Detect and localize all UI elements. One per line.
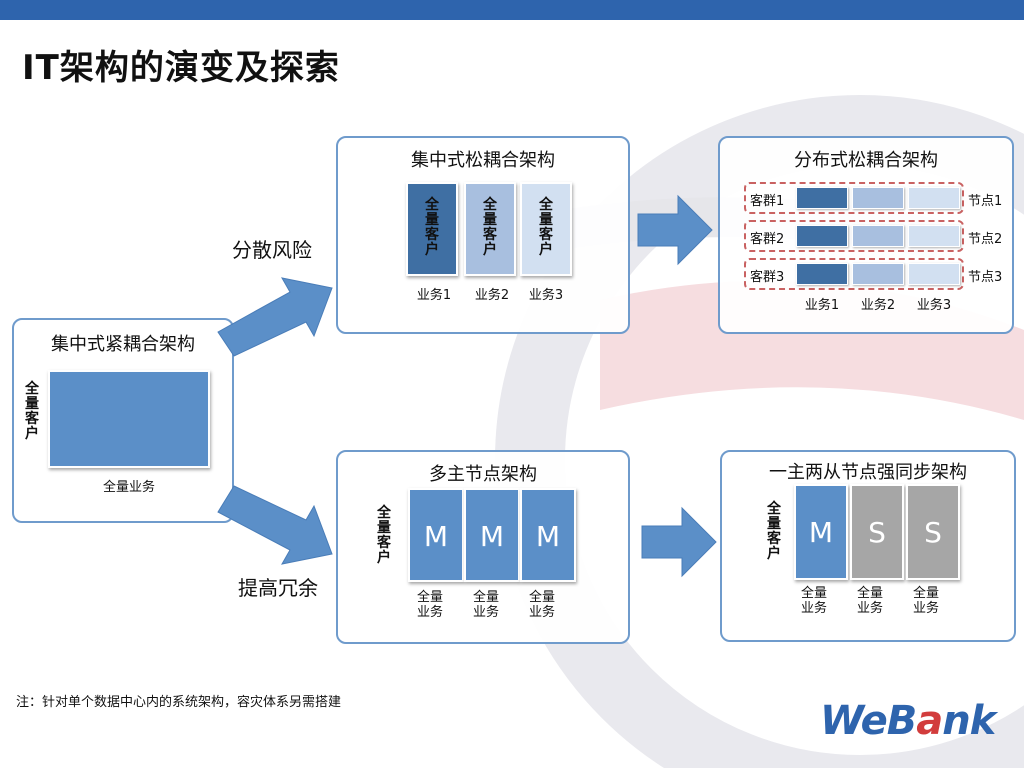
distributed-business-2: 业务2 — [860, 298, 896, 313]
loose-label-1: 业务1 — [416, 288, 452, 303]
multi-master-label-2: 全量业务 — [472, 590, 499, 620]
slave-node-2-letter: S — [924, 516, 942, 549]
loose-column-1: 全量客户 — [406, 182, 458, 276]
distributed-title: 分布式松耦合架构 — [794, 150, 938, 171]
master-slave-box: 一主两从节点强同步架构 全量客户 M S S 全量业务 全量业务 全量业务 — [720, 450, 1016, 642]
group3-cell-2 — [852, 263, 904, 285]
webank-logo: WeBank — [820, 698, 996, 744]
loose-label-3: 业务3 — [528, 288, 564, 303]
customer-group-1-row — [744, 182, 964, 214]
group3-cell-1 — [796, 263, 848, 285]
master-slave-label-1: 全量业务 — [800, 586, 827, 616]
arrow-up-right — [217, 277, 333, 357]
master-node-2: M — [464, 488, 520, 582]
disperse-risk-label: 分散风险 — [232, 238, 312, 262]
customer-group-3-row — [744, 258, 964, 290]
slave-node-1: S — [850, 484, 904, 580]
loose-column-3-text: 全量客户 — [539, 197, 553, 258]
tight-coupling-title: 集中式紧耦合架构 — [51, 334, 195, 355]
loose-column-3: 全量客户 — [520, 182, 572, 276]
top-accent-bar — [0, 0, 1024, 20]
node-2-label: 节点2 — [968, 232, 1003, 247]
distributed-business-1: 业务1 — [804, 298, 840, 313]
master-node-3-letter: M — [535, 520, 561, 553]
arrow-down-right — [217, 485, 333, 565]
tight-business-label: 全量业务 — [102, 480, 155, 495]
group2-cell-3 — [908, 225, 960, 247]
tight-coupling-box: 集中式紧耦合架构 全量客户 全量业务 — [12, 318, 234, 523]
group2-cell-2 — [852, 225, 904, 247]
loose-coupling-title: 集中式松耦合架构 — [411, 150, 555, 171]
node-1-label: 节点1 — [968, 194, 1003, 209]
logo-prefix: WeB — [820, 698, 917, 744]
master-slave-title: 一主两从节点强同步架构 — [769, 462, 967, 483]
logo-accent: a — [916, 698, 943, 744]
customer-group-2-label: 客群2 — [750, 232, 785, 247]
master-node-1: M — [408, 488, 464, 582]
logo-suffix: nk — [942, 698, 996, 744]
multi-master-label-1: 全量业务 — [416, 590, 443, 620]
master-node-1-letter: M — [423, 520, 449, 553]
group1-cell-3 — [908, 187, 960, 209]
distributed-business-3: 业务3 — [916, 298, 952, 313]
multi-master-box: 多主节点架构 全量客户 M M M 全量业务 全量业务 全量业务 — [336, 450, 630, 644]
customer-group-2-row — [744, 220, 964, 252]
master-node-letter: M — [808, 516, 834, 549]
tight-block — [48, 370, 210, 468]
slave-node-1-letter: S — [868, 516, 886, 549]
slave-node-2: S — [906, 484, 960, 580]
tight-customers-label: 全量客户 — [25, 381, 39, 442]
master-slave-customers: 全量客户 — [767, 501, 781, 562]
distributed-box: 分布式松耦合架构 客群1 节点1 客群2 节点2 客群3 节点3 业务1 业务2… — [718, 136, 1014, 334]
loose-column-1-text: 全量客户 — [425, 197, 439, 258]
multi-master-label-3: 全量业务 — [528, 590, 555, 620]
loose-label-2: 业务2 — [474, 288, 510, 303]
group2-cell-1 — [796, 225, 848, 247]
group3-cell-3 — [908, 263, 960, 285]
loose-column-2-text: 全量客户 — [483, 197, 497, 258]
loose-coupling-box: 集中式松耦合架构 全量客户 全量客户 全量客户 业务1 业务2 业务3 — [336, 136, 630, 334]
multi-master-title: 多主节点架构 — [429, 464, 537, 485]
arrow-right-top — [637, 194, 713, 266]
node-3-label: 节点3 — [968, 270, 1003, 285]
master-node-2-letter: M — [479, 520, 505, 553]
loose-column-2: 全量客户 — [464, 182, 516, 276]
master-slave-label-2: 全量业务 — [856, 586, 883, 616]
group1-cell-2 — [852, 187, 904, 209]
master-node: M — [794, 484, 848, 580]
arrow-right-bottom — [641, 506, 717, 578]
page-title: IT架构的演变及探索 — [22, 48, 340, 88]
group1-cell-1 — [796, 187, 848, 209]
multi-master-customers: 全量客户 — [377, 505, 391, 566]
redundancy-label: 提高冗余 — [238, 576, 318, 600]
customer-group-1-label: 客群1 — [750, 194, 785, 209]
master-node-3: M — [520, 488, 576, 582]
footnote: 注：针对单个数据中心内的系统架构，容灾体系另需搭建 — [16, 695, 342, 710]
customer-group-3-label: 客群3 — [750, 270, 785, 285]
master-slave-label-3: 全量业务 — [912, 586, 939, 616]
